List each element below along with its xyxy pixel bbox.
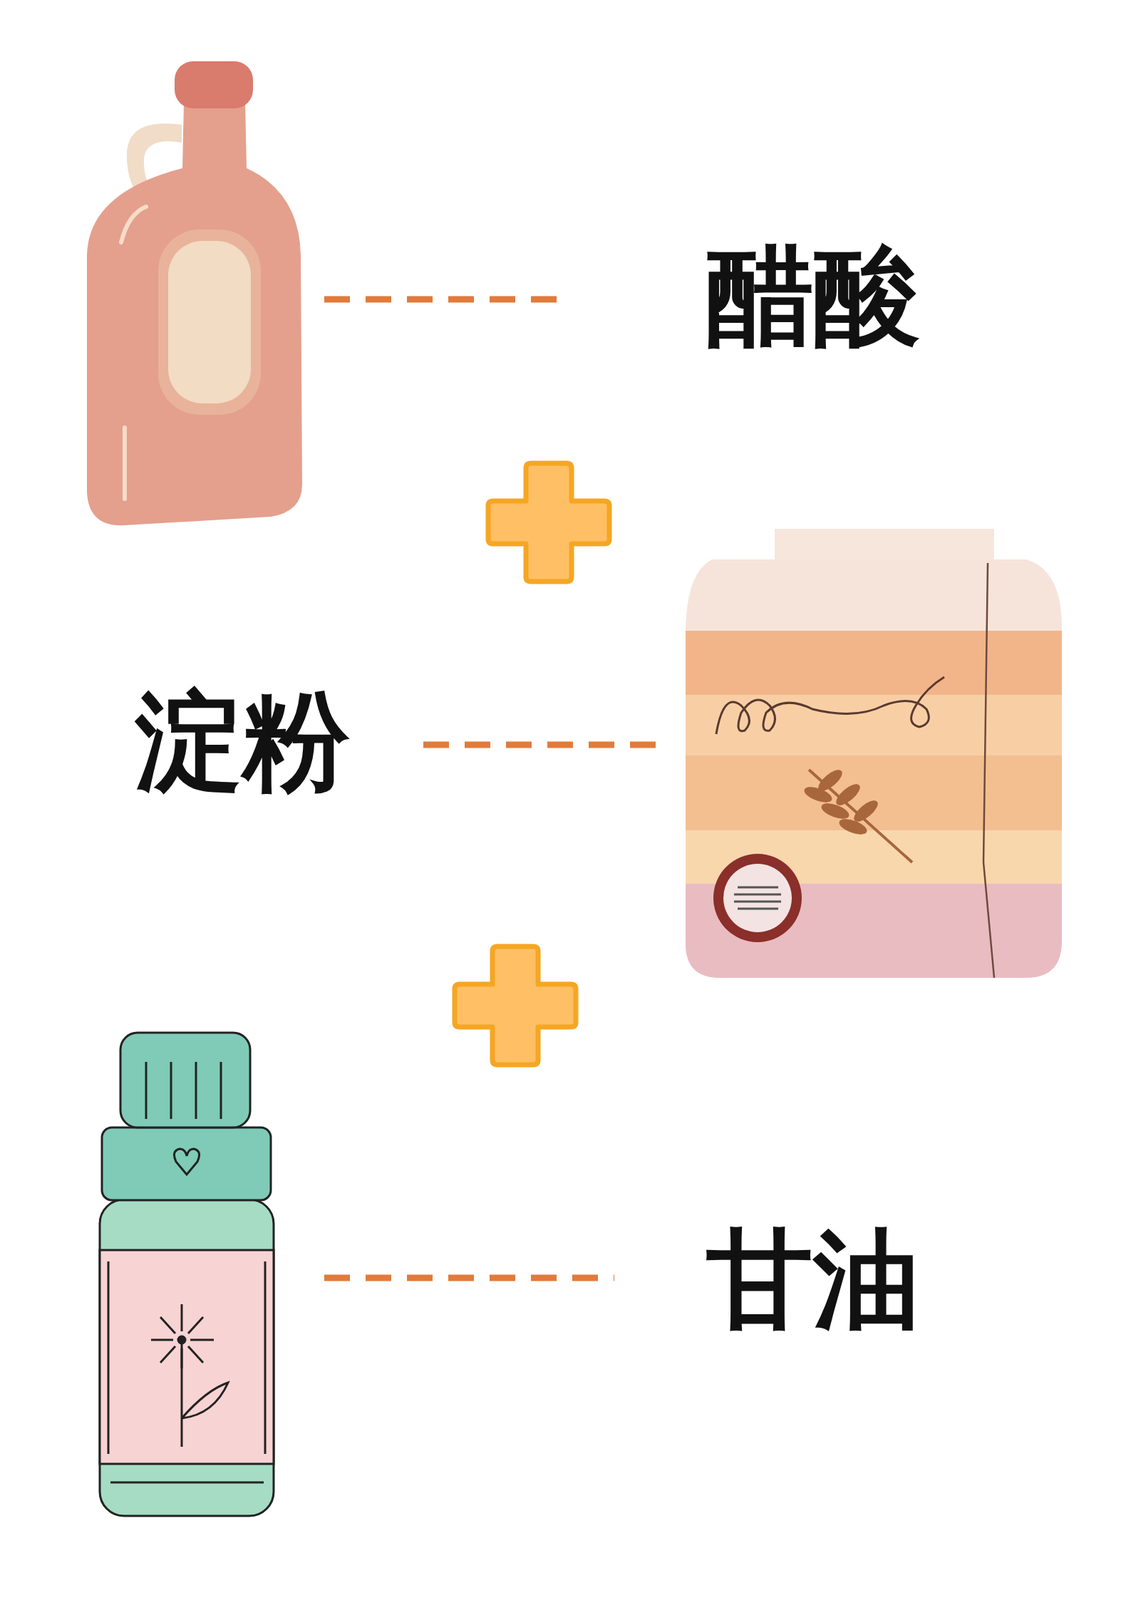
glycerin-bottle: [99, 1032, 274, 1516]
ingredient-label: 淀粉: [135, 687, 350, 795]
dashed-leader: [324, 299, 669, 1278]
ingredient-label: 醋酸: [706, 242, 921, 350]
flour-bag: [677, 528, 1077, 984]
plus-sign: [454, 463, 610, 1065]
vinegar-bottle: [86, 61, 303, 526]
ingredient-label: 甘油: [706, 1225, 921, 1333]
